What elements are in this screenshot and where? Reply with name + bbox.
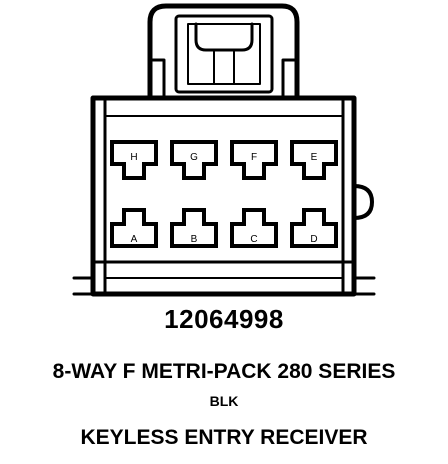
pin-label-b: B — [191, 234, 198, 245]
connector-body — [72, 95, 376, 297]
pin-label-c: C — [250, 234, 257, 245]
cavity-outline — [230, 140, 278, 180]
color-code: BLK — [209, 393, 239, 409]
pin-label-g: G — [190, 152, 198, 163]
cavity-outline — [290, 140, 338, 180]
cavity-outline — [170, 140, 218, 180]
device-name: KEYLESS ENTRY RECEIVER — [80, 426, 368, 449]
part-number: 12064998 — [164, 304, 284, 334]
pin-cavity-f: F — [230, 140, 278, 180]
cavity-outline — [170, 208, 218, 248]
cavity-outline — [110, 140, 158, 180]
pin-cavity-g: G — [170, 140, 218, 180]
pin-cavity-h: H — [110, 140, 158, 180]
pin-cavity-c: C — [230, 208, 278, 248]
pin-cavity-a: A — [110, 208, 158, 248]
pin-cavity-d: D — [290, 208, 338, 248]
pin-label-a: A — [131, 234, 138, 245]
cavity-outline — [110, 208, 158, 248]
locking-latch — [147, 3, 300, 101]
connector-description: 8-WAY F METRI-PACK 280 SERIES — [52, 360, 396, 383]
pin-cavity-b: B — [170, 208, 218, 248]
pin-label-f: F — [251, 152, 257, 163]
bottom-row-cavities: A B C D — [110, 208, 338, 248]
cavity-outline — [230, 208, 278, 248]
pin-cavity-e: E — [290, 140, 338, 180]
cavity-outline — [290, 208, 338, 248]
pin-label-e: E — [311, 152, 318, 163]
pin-label-h: H — [130, 152, 137, 163]
pin-label-d: D — [310, 234, 317, 245]
